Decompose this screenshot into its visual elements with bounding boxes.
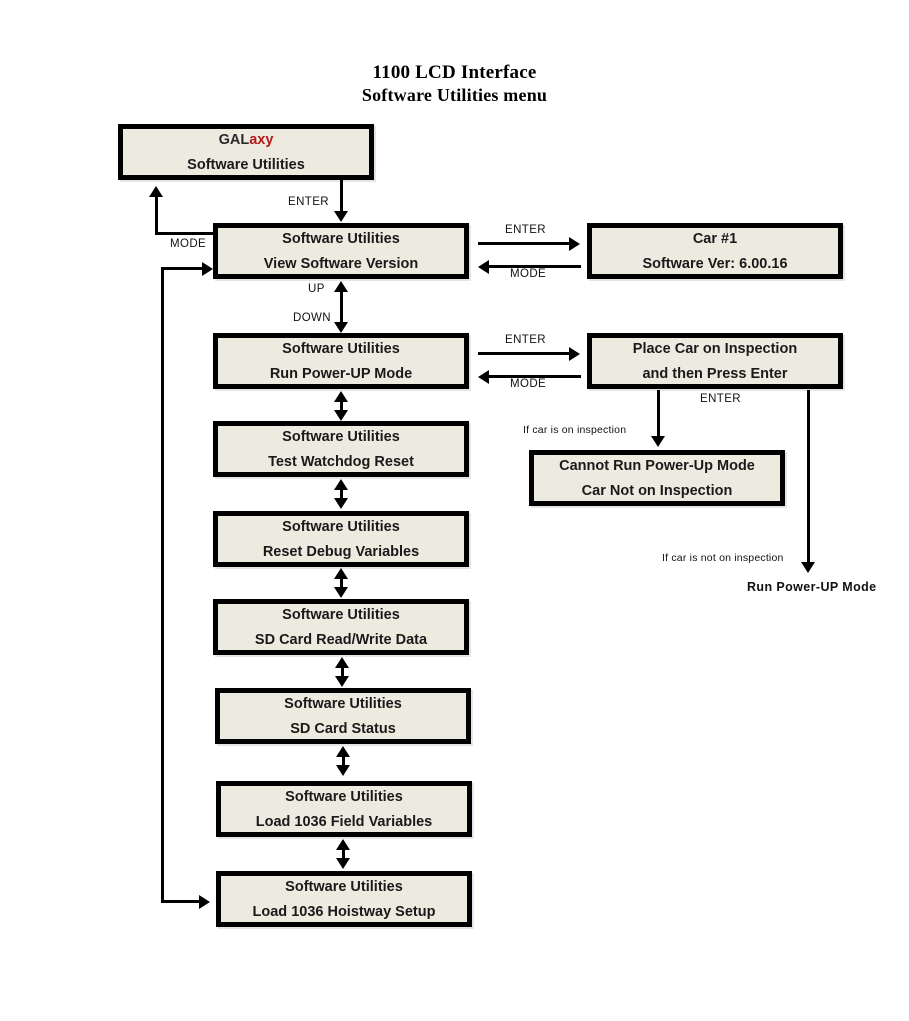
label-if-car-is-on-inspection: If car is on inspection (523, 424, 627, 436)
lcd-box-run-power-up-mode[interactable]: Software Utilities Run Power-UP Mode (213, 333, 469, 389)
lcd-box-load-1036-hoistway-setup[interactable]: Software Utilities Load 1036 Hoistway Se… (216, 871, 472, 927)
arrowhead-enter-to-place-car (569, 347, 580, 361)
load-hoistway-line-2: Load 1036 Hoistway Setup (252, 903, 436, 920)
label-up: UP (308, 283, 325, 295)
arrowhead-up-sd-card-read-write (335, 657, 349, 668)
reset-debug-line-2: Reset Debug Variables (262, 543, 420, 560)
connector-reset-debug-to-sd-card-read-write (340, 577, 343, 589)
connector-mode-return-horizontal (155, 232, 215, 235)
arrowhead-mode-return-to-galaxy (149, 186, 163, 197)
galaxy-brand-prefix: GAL (218, 131, 250, 148)
connector-mode-from-place-car (489, 375, 581, 378)
lcd-box-test-watchdog-reset[interactable]: Software Utilities Test Watchdog Reset (213, 421, 469, 477)
arrowhead-up-to-view-version (334, 281, 348, 292)
label-enter-after-place-car: ENTER (700, 393, 741, 405)
arrowhead-return-to-hoistway (199, 895, 210, 909)
galaxy-brand: GALaxy (219, 132, 274, 148)
cannot-run-line-2: Car Not on Inspection (581, 482, 733, 499)
run-power-up-mode-line-2: Run Power-UP Mode (269, 365, 413, 382)
label-mode-to-galaxy: MODE (170, 238, 207, 250)
connector-return-to-view-version (161, 267, 207, 270)
arrowhead-up-load-field-vars (336, 839, 350, 850)
connector-enter-to-place-car (478, 352, 570, 355)
sd-card-status-line-2: SD Card Status (290, 720, 396, 737)
lcd-box-sd-card-read-write[interactable]: Software Utilities SD Card Read/Write Da… (213, 599, 469, 655)
sd-card-read-write-line-1: Software Utilities (282, 606, 400, 623)
connector-test-watchdog-to-reset-debug (340, 488, 343, 500)
test-watchdog-line-2: Test Watchdog Reset (268, 453, 414, 470)
connector-mode-return-vertical (155, 195, 158, 235)
lcd-box-place-car-on-inspection[interactable]: Place Car on Inspection and then Press E… (587, 333, 843, 389)
label-run-power-up-mode-outcome: Run Power-UP Mode (747, 580, 877, 594)
car-software-version-line-2: Software Ver: 6.00.16 (642, 255, 788, 272)
connector-enter-to-car-version (478, 242, 570, 245)
connector-sd-card-status-to-load-field-vars (342, 755, 345, 767)
arrowhead-place-car-to-cannot-run (651, 436, 665, 447)
page-title: 1100 LCD Interface Software Utilities me… (0, 62, 909, 106)
label-enter-to-car-version: ENTER (505, 224, 546, 236)
arrowhead-down-to-run-power-up (334, 322, 348, 333)
connector-load-field-vars-to-load-hoistway (342, 848, 345, 860)
arrowhead-down-sd-card-read-write (334, 587, 348, 598)
connector-bottom-return-vertical (161, 267, 164, 903)
arrowhead-down-reset-debug (334, 498, 348, 509)
connector-galaxy-to-view-version (340, 180, 343, 213)
lcd-box-view-software-version[interactable]: Software Utilities View Software Version (213, 223, 469, 279)
load-hoistway-line-1: Software Utilities (285, 878, 403, 895)
connector-view-version-to-run-power-up (340, 290, 343, 324)
cannot-run-line-1: Cannot Run Power-Up Mode (559, 457, 755, 474)
reset-debug-line-1: Software Utilities (282, 518, 400, 535)
place-car-line-2: and then Press Enter (642, 365, 788, 382)
label-down: DOWN (293, 312, 332, 324)
arrowhead-return-to-view-version (202, 262, 213, 276)
arrowhead-place-car-to-run-power-up-outcome (801, 562, 815, 573)
label-mode-from-car-version: MODE (510, 268, 547, 280)
lcd-box-car-software-version[interactable]: Car #1 Software Ver: 6.00.16 (587, 223, 843, 279)
arrowhead-down-test-watchdog (334, 410, 348, 421)
arrowhead-galaxy-to-view-version (334, 211, 348, 222)
lcd-box-sd-card-status[interactable]: Software Utilities SD Card Status (215, 688, 471, 744)
arrowhead-up-sd-card-status (336, 746, 350, 757)
sd-card-read-write-line-2: SD Card Read/Write Data (254, 631, 428, 648)
arrowhead-up-reset-debug (334, 568, 348, 579)
arrowhead-down-sd-card-status (335, 676, 349, 687)
arrowhead-up-test-watchdog (334, 479, 348, 490)
test-watchdog-line-1: Software Utilities (282, 428, 400, 445)
arrowhead-mode-from-car-version (478, 260, 489, 274)
label-if-car-is-not-on-inspection: If car is not on inspection (662, 552, 784, 564)
lcd-box-galaxy[interactable]: GALaxy Software Utilities (118, 124, 374, 180)
arrowhead-down-load-field-vars (336, 765, 350, 776)
title-line-2: Software Utilities menu (361, 85, 548, 105)
sd-card-status-line-1: Software Utilities (284, 695, 402, 712)
load-field-vars-line-1: Software Utilities (285, 788, 403, 805)
arrowhead-down-load-hoistway (336, 858, 350, 869)
car-software-version-line-1: Car #1 (692, 230, 738, 247)
run-power-up-mode-line-1: Software Utilities (282, 340, 400, 357)
title-line-1: 1100 LCD Interface (372, 62, 537, 83)
lcd-box-cannot-run-power-up[interactable]: Cannot Run Power-Up Mode Car Not on Insp… (529, 450, 785, 506)
connector-place-car-to-run-power-up-outcome (807, 390, 810, 564)
galaxy-brand-suffix: axy (249, 131, 274, 148)
connector-place-car-to-cannot-run (657, 390, 660, 438)
label-enter-to-place-car: ENTER (505, 334, 546, 346)
connector-return-to-hoistway (161, 900, 203, 903)
lcd-box-reset-debug-variables[interactable]: Software Utilities Reset Debug Variables (213, 511, 469, 567)
connector-sd-card-read-write-to-sd-card-status (341, 666, 344, 678)
lcd-box-load-1036-field-variables[interactable]: Software Utilities Load 1036 Field Varia… (216, 781, 472, 837)
connector-run-power-up-to-test-watchdog (340, 400, 343, 412)
connector-mode-from-car-version (489, 265, 581, 268)
arrowhead-mode-from-place-car (478, 370, 489, 384)
place-car-line-1: Place Car on Inspection (632, 340, 798, 357)
label-enter-from-galaxy: ENTER (288, 196, 329, 208)
label-mode-from-place-car: MODE (510, 378, 547, 390)
load-field-vars-line-2: Load 1036 Field Variables (255, 813, 433, 830)
arrowhead-up-run-power-up (334, 391, 348, 402)
galaxy-line-2: Software Utilities (187, 156, 305, 173)
view-software-version-line-2: View Software Version (263, 255, 419, 272)
view-software-version-line-1: Software Utilities (282, 230, 400, 247)
arrowhead-enter-to-car-version (569, 237, 580, 251)
